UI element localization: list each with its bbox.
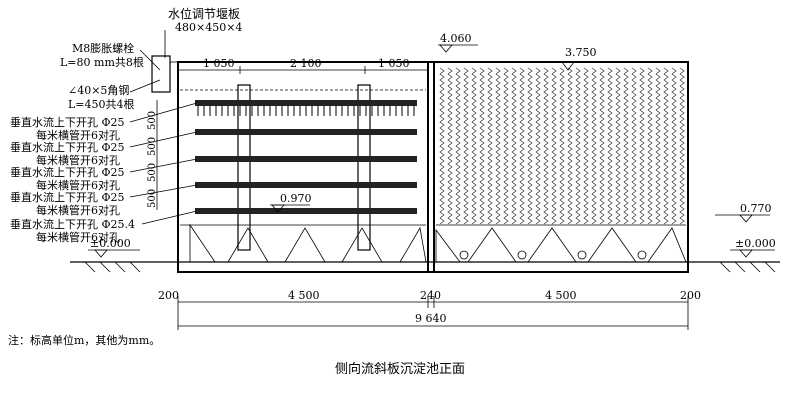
pipe-note-d1: 垂直水流上下开孔 Φ25 bbox=[10, 190, 125, 204]
elevation-water bbox=[560, 61, 600, 71]
vertical-pipe-1 bbox=[237, 84, 251, 251]
elev-pipe: 0.970 bbox=[280, 192, 312, 205]
inclined-plates bbox=[439, 67, 685, 225]
ground-hatch-left bbox=[84, 261, 141, 273]
vertical-pipe-2 bbox=[357, 84, 371, 251]
dim-bottom-right-edge: 200 bbox=[680, 289, 701, 302]
inclined-plate bbox=[503, 67, 509, 225]
elev-zero-left: ±0.000 bbox=[90, 237, 131, 250]
inclined-plate bbox=[527, 67, 533, 225]
leader-lines bbox=[129, 102, 198, 225]
inclined-plate bbox=[495, 67, 501, 225]
inclined-plate bbox=[567, 67, 573, 225]
dim-top-mid: 2 100 bbox=[290, 57, 322, 70]
pipe-note-e2: 每米横管开6对孔 bbox=[36, 230, 120, 244]
dim-total: 9 640 bbox=[415, 312, 447, 325]
inclined-plate bbox=[623, 67, 629, 225]
inclined-plate bbox=[447, 67, 453, 225]
horizontal-pipes bbox=[195, 100, 417, 214]
elev-ground: 0.770 bbox=[740, 202, 772, 215]
dim-bottom-left-edge: 200 bbox=[158, 289, 179, 302]
elev-water: 3.750 bbox=[565, 46, 597, 59]
dim-vert-1: 500 bbox=[147, 111, 158, 130]
inclined-plate bbox=[487, 67, 493, 225]
inclined-plate bbox=[463, 67, 469, 225]
pipe-note-b1: 垂直水流上下开孔 Φ25 bbox=[10, 140, 125, 154]
inclined-plate bbox=[559, 67, 565, 225]
inclined-plate bbox=[471, 67, 477, 225]
weir-title: 水位调节堰板 bbox=[168, 6, 240, 21]
inclined-plate bbox=[535, 67, 541, 225]
elevation-top bbox=[438, 44, 478, 53]
inclined-plate bbox=[663, 67, 669, 225]
pipe-note-c1: 垂直水流上下开孔 Φ25 bbox=[10, 165, 125, 179]
inclined-plate bbox=[639, 67, 645, 225]
inclined-plate bbox=[607, 67, 613, 225]
hoppers-right bbox=[435, 227, 687, 263]
inclined-plate bbox=[591, 67, 597, 225]
pipe-note-c2: 每米横管开6对孔 bbox=[36, 178, 120, 192]
pipe-note-a1: 垂直水流上下开孔 Φ25 bbox=[10, 115, 125, 129]
inclined-plate bbox=[543, 67, 549, 225]
inclined-plate bbox=[671, 67, 677, 225]
pipe-note-d2: 每米横管开6对孔 bbox=[36, 203, 120, 217]
inclined-plate bbox=[439, 67, 445, 225]
pipe-note-a2: 每米横管开6对孔 bbox=[36, 128, 120, 142]
top-pipe-teeth bbox=[197, 106, 415, 116]
inclined-plate bbox=[511, 67, 517, 225]
angle-label-2: L=450共4根 bbox=[68, 97, 135, 111]
ground-hatch-right bbox=[719, 261, 776, 273]
inclined-plate bbox=[575, 67, 581, 225]
dim-bottom-right-span: 4 500 bbox=[545, 289, 577, 302]
bolt-label-2: L=80 mm共8根 bbox=[60, 55, 144, 69]
dim-bottom-mid-wall: 240 bbox=[420, 289, 441, 302]
dim-vert-2: 500 bbox=[147, 137, 158, 156]
elevation-ground bbox=[715, 214, 770, 223]
angle-label-1: ∠40×5角钢 bbox=[68, 84, 129, 97]
inclined-plate bbox=[455, 67, 461, 225]
elev-zero-right: ±0.000 bbox=[735, 237, 776, 250]
inclined-plate bbox=[647, 67, 653, 225]
dim-top-right: 1 050 bbox=[378, 57, 410, 70]
dim-vert-4: 500 bbox=[147, 189, 158, 208]
elevation-pipe bbox=[270, 204, 310, 213]
drawing-caption: 侧向流斜板沉淀池正面 bbox=[335, 361, 465, 377]
dim-top-left: 1 050 bbox=[203, 57, 235, 70]
dim-vert-3: 500 bbox=[147, 163, 158, 182]
elevation-zero-right bbox=[730, 249, 775, 258]
dim-bottom-left-span: 4 500 bbox=[288, 289, 320, 302]
inclined-plate bbox=[631, 67, 637, 225]
bolt-label-1: M8膨胀螺栓 bbox=[72, 41, 134, 55]
elevation-zero-left bbox=[88, 249, 140, 258]
inclined-plate bbox=[551, 67, 557, 225]
elev-top: 4.060 bbox=[440, 32, 472, 45]
inclined-plate bbox=[599, 67, 605, 225]
units-note: 注：标高单位m，其他为mm。 bbox=[8, 333, 160, 347]
pipe-note-e1: 垂直水流上下开孔 Φ25.4 bbox=[10, 217, 135, 231]
inclined-plate bbox=[583, 67, 589, 225]
inclined-plate bbox=[479, 67, 485, 225]
inclined-plate bbox=[655, 67, 661, 225]
hoppers-left bbox=[180, 223, 427, 263]
weir-plate bbox=[151, 55, 171, 93]
inclined-plate bbox=[519, 67, 525, 225]
inclined-plate bbox=[679, 67, 685, 225]
weir-size: 480×450×4 bbox=[175, 21, 242, 34]
pipe-note-b2: 每米横管开6对孔 bbox=[36, 153, 120, 167]
inclined-plate bbox=[615, 67, 621, 225]
